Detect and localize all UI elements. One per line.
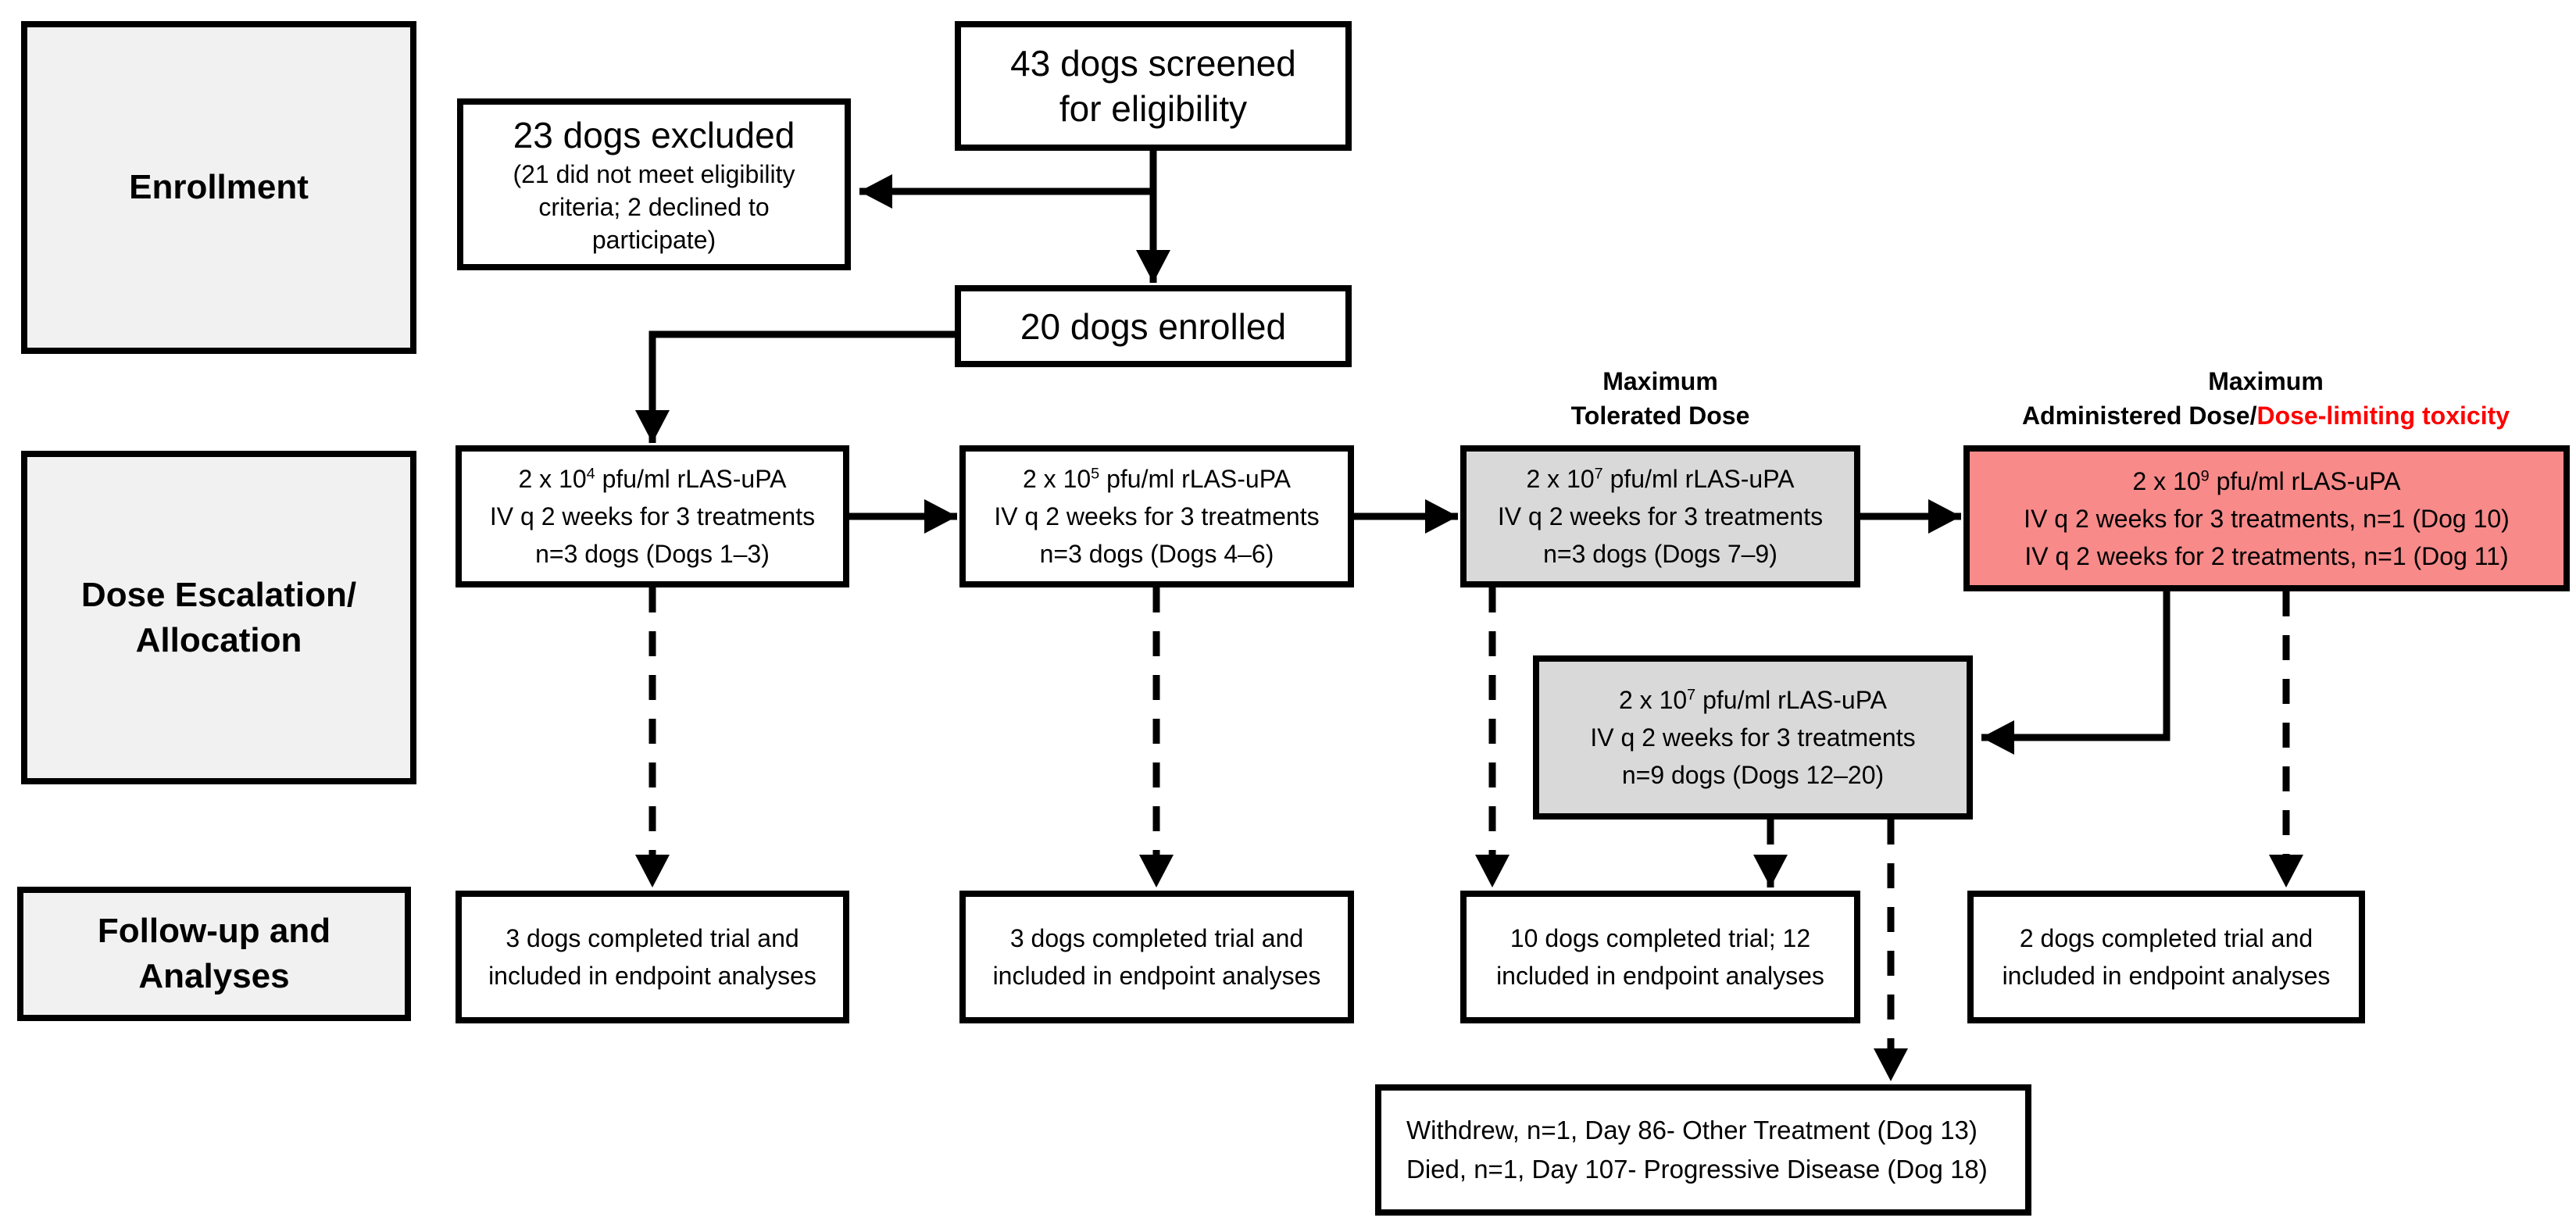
expansion-exponent: 7 <box>1687 686 1696 704</box>
dose2-unit: pfu/ml rLAS-uPA <box>1099 465 1292 493</box>
dose2-exponent: 5 <box>1091 465 1100 483</box>
dose4-line2: IV q 2 weeks for 3 treatments, n=1 (Dog … <box>2024 504 2510 533</box>
arrow-dose4-to-expansion <box>1981 587 2170 755</box>
outcome4-line1: 2 dogs completed trial and <box>2019 924 2313 952</box>
dose3-value: 2 x 10 <box>1526 465 1595 493</box>
dose3-line2: IV q 2 weeks for 3 treatments <box>1497 502 1824 530</box>
dose-box-2: 2 x 105 pfu/ml rLAS-uPA IV q 2 weeks for… <box>959 445 1354 587</box>
dose2-line2: IV q 2 weeks for 3 treatments <box>994 502 1320 530</box>
arrow-enrolled-to-dose1 <box>635 330 955 443</box>
outcome2-line1: 3 dogs completed trial and <box>1009 924 1304 952</box>
excluded-box: 23 dogs excluded (21 did not meet eligib… <box>457 98 851 270</box>
dose3-unit: pfu/ml rLAS-uPA <box>1602 465 1795 493</box>
dose4-line3: IV q 2 weeks for 2 treatments, n=1 (Dog … <box>2024 541 2509 570</box>
stage-dose-line2: Allocation <box>135 620 302 659</box>
excluded-detail-line2: criteria; 2 declined to <box>538 193 770 221</box>
dose1-unit: pfu/ml rLAS-uPA <box>595 465 787 493</box>
outcome1-line2: included in endpoint analyses <box>488 962 816 990</box>
expansion-box: 2 x 107 pfu/ml rLAS-uPA IV q 2 weeks for… <box>1533 655 1973 820</box>
dose1-line2: IV q 2 weeks for 3 treatments <box>489 502 816 530</box>
mtd-annotation: Maximum Tolerated Dose <box>1426 364 1895 433</box>
outcome3-line1: 10 dogs completed trial; 12 <box>1510 924 1811 952</box>
dose3-line3: n=3 dogs (Dogs 7–9) <box>1543 540 1777 568</box>
excluded-detail-line3: participate) <box>591 226 716 254</box>
mad-line1: Maximum <box>2208 367 2324 395</box>
dose4-line1: 2 x 109 pfu/ml rLAS-uPA <box>2132 462 2400 500</box>
outcome1-line1: 3 dogs completed trial and <box>506 924 799 952</box>
expansion-line1: 2 x 107 pfu/ml rLAS-uPA <box>1619 681 1887 719</box>
mad-line2: Administered Dose/Dose-limiting toxicity <box>1910 398 2576 433</box>
outcome-box-4: 2 dogs completed trial and included in e… <box>1967 891 2365 1023</box>
stage-followup-line2: Analyses <box>138 957 290 995</box>
stage-box-followup: Follow-up and Analyses <box>17 887 411 1021</box>
mad-annotation: Maximum Administered Dose/Dose-limiting … <box>1910 364 2576 433</box>
mad-line2-red: Dose-limiting toxicity <box>2256 402 2510 430</box>
expansion-value: 2 x 10 <box>1618 686 1688 714</box>
screened-line2: for eligibility <box>1059 88 1248 129</box>
enrolled-box: 20 dogs enrolled <box>955 285 1352 367</box>
outcome2-line2: included in endpoint analyses <box>992 962 1321 990</box>
excluded-title: 23 dogs excluded <box>513 115 795 155</box>
dose4-unit: pfu/ml rLAS-uPA <box>2209 466 2401 495</box>
expansion-line3: n=9 dogs (Dogs 12–20) <box>1621 761 1885 789</box>
outcome-box-1: 3 dogs completed trial and included in e… <box>456 891 849 1023</box>
stage-dose-line1: Dose Escalation/ <box>80 575 357 614</box>
outcome-box-3: 10 dogs completed trial; 12 included in … <box>1460 891 1860 1023</box>
outcome4-line2: included in endpoint analyses <box>2002 962 2331 990</box>
expansion-unit: pfu/ml rLAS-uPA <box>1695 686 1888 714</box>
dose4-value: 2 x 10 <box>2132 466 2201 495</box>
stage-box-enrollment: Enrollment <box>21 21 416 354</box>
screened-box: 43 dogs screened for eligibility <box>955 21 1352 151</box>
mad-line2-black: Administered Dose/ <box>2021 402 2257 430</box>
dose4-exponent: 9 <box>2200 466 2210 484</box>
dose3-line1: 2 x 107 pfu/ml rLAS-uPA <box>1526 460 1794 498</box>
attrition-line1: Withdrew, n=1, Day 86- Other Treatment (… <box>1406 1116 1978 1145</box>
dose2-value: 2 x 10 <box>1022 465 1091 493</box>
dose-box-4-mad: 2 x 109 pfu/ml rLAS-uPA IV q 2 weeks for… <box>1963 445 2570 591</box>
outcome-box-2: 3 dogs completed trial and included in e… <box>959 891 1354 1023</box>
dose3-exponent: 7 <box>1594 465 1603 483</box>
dose1-line1: 2 x 104 pfu/ml rLAS-uPA <box>518 460 786 498</box>
dose-box-1: 2 x 104 pfu/ml rLAS-uPA IV q 2 weeks for… <box>456 445 849 587</box>
attrition-box: Withdrew, n=1, Day 86- Other Treatment (… <box>1375 1084 2031 1216</box>
outcome3-line2: included in endpoint analyses <box>1496 962 1824 990</box>
dose-box-3-mtd: 2 x 107 pfu/ml rLAS-uPA IV q 2 weeks for… <box>1460 445 1860 587</box>
enrolled-label: 20 dogs enrolled <box>1020 305 1287 347</box>
screened-line1: 43 dogs screened <box>1010 43 1296 84</box>
expansion-line2: IV q 2 weeks for 3 treatments <box>1590 723 1916 752</box>
dose2-line3: n=3 dogs (Dogs 4–6) <box>1039 540 1274 568</box>
stage-followup-line1: Follow-up and <box>97 912 331 950</box>
stage-box-dose-escalation: Dose Escalation/ Allocation <box>21 451 416 784</box>
dose1-exponent: 4 <box>586 465 595 483</box>
excluded-detail-line1: (21 did not meet eligibility <box>513 160 795 188</box>
mtd-line1: Maximum <box>1602 367 1718 395</box>
dose2-line1: 2 x 105 pfu/ml rLAS-uPA <box>1023 460 1291 498</box>
dose1-value: 2 x 10 <box>518 465 587 493</box>
dose1-line3: n=3 dogs (Dogs 1–3) <box>535 540 770 568</box>
mtd-line2: Tolerated Dose <box>1570 402 1750 430</box>
stage-enrollment-label: Enrollment <box>129 168 309 206</box>
attrition-line2: Died, n=1, Day 107- Progressive Disease … <box>1406 1155 1988 1184</box>
